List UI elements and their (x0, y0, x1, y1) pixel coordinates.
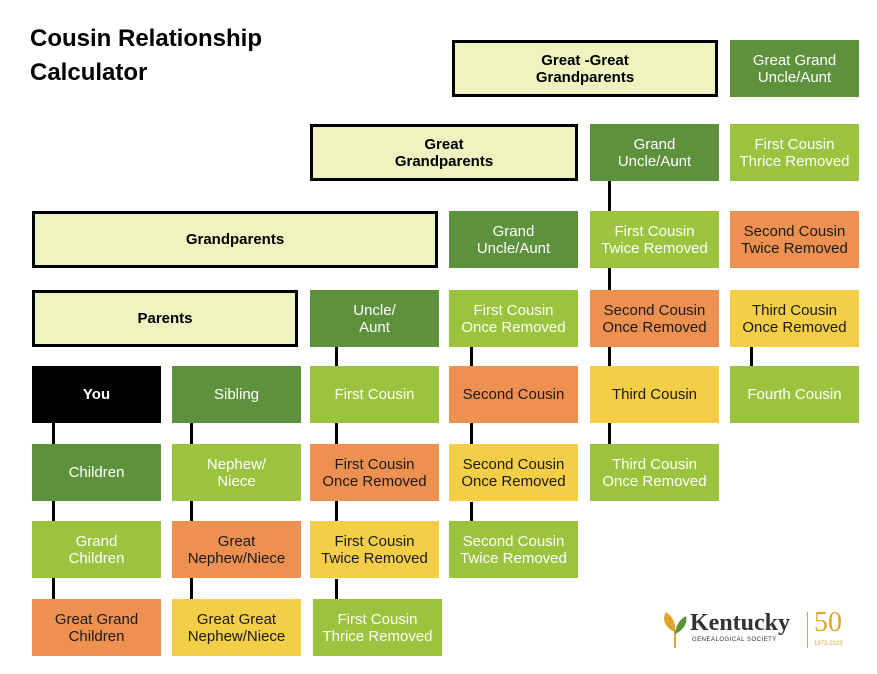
connector-line (335, 579, 338, 601)
box-children: Children (32, 444, 161, 501)
box-nephew-niece: Nephew/ Niece (172, 444, 301, 501)
box-first-cousin-thrice-removed-top: First Cousin Thrice Removed (730, 124, 859, 181)
box-great-grand-children: Great Grand Children (32, 599, 161, 656)
connector-line (52, 423, 55, 445)
box-first-cousin-twice-removed-mid: First Cousin Twice Removed (590, 211, 719, 268)
connector-line (608, 267, 611, 290)
box-great-great-nephew-niece: Great Great Nephew/Niece (172, 599, 301, 656)
logo-subtitle: GENEALOGICAL SOCIETY (692, 637, 777, 643)
connector-line (608, 346, 611, 366)
box-uncle-aunt: Uncle/ Aunt (310, 290, 439, 347)
box-grand-children: Grand Children (32, 521, 161, 578)
box-third-cousin-once-removed-mid: Third Cousin Once Removed (730, 290, 859, 347)
connector-line (608, 423, 611, 445)
connector-line (470, 423, 473, 445)
logo-name: Kentucky (690, 610, 791, 636)
connector-line (470, 346, 473, 366)
connector-line (470, 502, 473, 524)
box-grand-uncle-aunt-top: Grand Uncle/Aunt (590, 124, 719, 181)
logo-years: 1973-2023 (814, 641, 843, 647)
box-second-cousin-twice-removed-low: Second Cousin Twice Removed (449, 521, 578, 578)
connector-line (52, 500, 55, 522)
connector-line (335, 346, 338, 366)
box-great-nephew-niece: Great Nephew/Niece (172, 521, 301, 578)
title-line-2: Calculator (30, 59, 148, 86)
logo-anniversary: 50 (814, 607, 842, 638)
kentucky-genealogical-society-logo: Kentucky GENEALOGICAL SOCIETY 50 1973-20… (660, 608, 860, 654)
box-second-cousin-twice-removed-mid: Second Cousin Twice Removed (730, 211, 859, 268)
leaf-icon (664, 612, 687, 648)
connector-line (608, 180, 611, 212)
box-first-cousin-thrice-removed-low: First Cousin Thrice Removed (313, 599, 442, 656)
box-second-cousin: Second Cousin (449, 366, 578, 423)
box-second-cousin-once-removed-low: Second Cousin Once Removed (449, 444, 578, 501)
connector-line (190, 500, 193, 522)
box-great-grandparents: Great Grandparents (310, 124, 578, 181)
box-third-cousin: Third Cousin (590, 366, 719, 423)
title-line-1: Cousin Relationship (30, 25, 263, 52)
box-great-grand-uncle-aunt: Great Grand Uncle/Aunt (730, 40, 859, 97)
page-title: Cousin Relationship Calculator (30, 22, 262, 90)
box-first-cousin-once-removed-mid: First Cousin Once Removed (449, 290, 578, 347)
box-first-cousin-once-removed-low: First Cousin Once Removed (310, 444, 439, 501)
box-you: You (32, 366, 161, 423)
box-second-cousin-once-removed-mid: Second Cousin Once Removed (590, 290, 719, 347)
connector-line (335, 500, 338, 522)
box-first-cousin-twice-removed-low: First Cousin Twice Removed (310, 521, 439, 578)
box-first-cousin: First Cousin (310, 366, 439, 423)
box-grandparents: Grandparents (32, 211, 438, 268)
box-parents: Parents (32, 290, 298, 347)
connector-line (750, 346, 753, 366)
connector-line (335, 423, 338, 445)
connector-line (52, 578, 55, 600)
box-fourth-cousin: Fourth Cousin (730, 366, 859, 423)
box-sibling: Sibling (172, 366, 301, 423)
box-great-great-grandparents: Great -Great Grandparents (452, 40, 718, 97)
connector-line (190, 578, 193, 600)
box-grand-uncle-aunt: Grand Uncle/Aunt (449, 211, 578, 268)
logo-divider (807, 612, 808, 648)
connector-line (190, 423, 193, 445)
box-third-cousin-once-removed-low: Third Cousin Once Removed (590, 444, 719, 501)
